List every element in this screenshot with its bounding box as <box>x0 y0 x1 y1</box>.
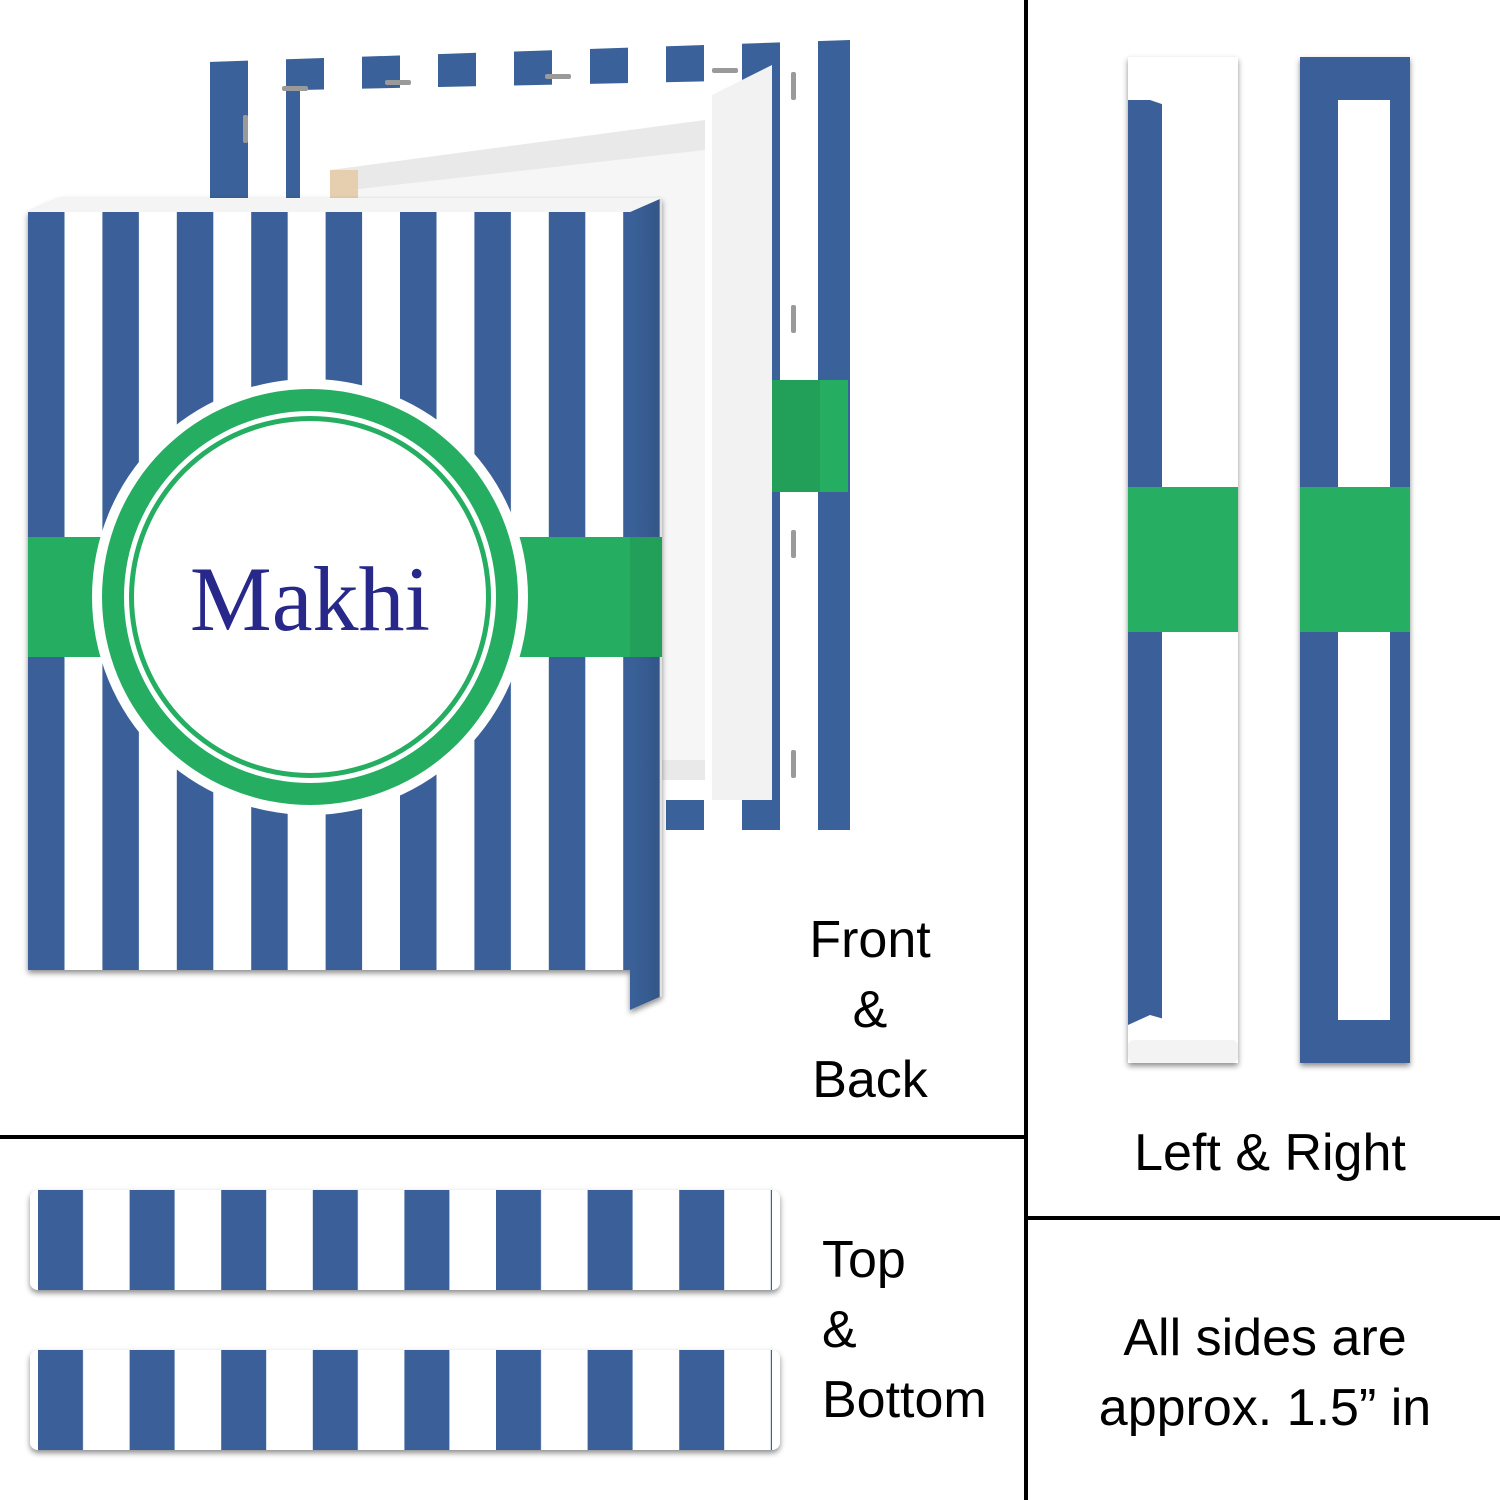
bottom-label-line: Bottom <box>822 1371 987 1429</box>
monogram-name: Makhi <box>190 548 430 650</box>
front-back-label: Front & Back <box>780 905 960 1115</box>
front-label-line: Front <box>809 911 931 969</box>
vertical-divider <box>1024 0 1028 1500</box>
top-bottom-strips <box>30 1190 780 1450</box>
top-label-line: Top <box>822 1231 906 1289</box>
folded-flap <box>712 65 772 800</box>
bottom-strip <box>30 1350 780 1450</box>
note-line-1: All sides are <box>1123 1309 1407 1367</box>
staple-icons <box>243 68 796 778</box>
ampersand-label-line: & <box>852 981 888 1039</box>
left-right-label: Left & Right <box>1134 1124 1406 1182</box>
sides-size-note: All sides are approx. 1.5” in <box>1040 1303 1490 1443</box>
ampersand-label-line: & <box>822 1301 857 1359</box>
right-strip <box>1300 57 1410 1063</box>
top-bottom-label: Top & Bottom <box>822 1225 1012 1435</box>
horizontal-divider-left <box>0 1135 1026 1139</box>
note-line-2: approx. 1.5” in <box>1098 1379 1432 1437</box>
left-strip <box>1128 57 1238 1063</box>
left-right-strips <box>1128 57 1410 1063</box>
back-label-line: Back <box>812 1051 928 1109</box>
top-strip <box>30 1190 780 1290</box>
monogram-badge: Makhi <box>92 379 528 815</box>
horizontal-divider-right <box>1026 1216 1500 1220</box>
